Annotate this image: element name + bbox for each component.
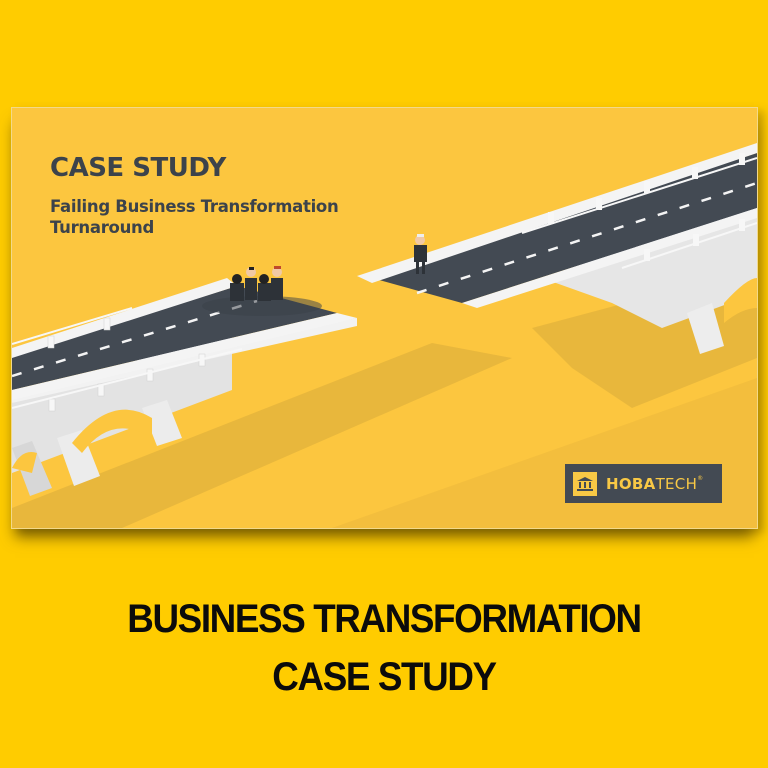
team-figures [202, 266, 322, 316]
hobatech-logo: HOBATECH® [565, 464, 722, 503]
case-study-card: CASE STUDY Failing Business Transformati… [11, 107, 758, 529]
headline-line-1: BUSINESS TRANSFORMATION [127, 597, 642, 641]
headline-line-2: CASE STUDY [272, 655, 497, 699]
logo-brand-bold: HOBA [606, 474, 656, 493]
card-title: CASE STUDY [50, 153, 226, 183]
logo-brand-light: TECH [655, 474, 698, 493]
card-subtitle: Failing Business Transformation Turnarou… [50, 197, 339, 237]
trademark-symbol: ® [697, 474, 704, 482]
bank-building-icon [573, 471, 597, 496]
lone-figure [414, 234, 427, 274]
logo-wordmark: HOBATECH® [606, 475, 703, 493]
broken-bridge-illustration [12, 143, 757, 528]
